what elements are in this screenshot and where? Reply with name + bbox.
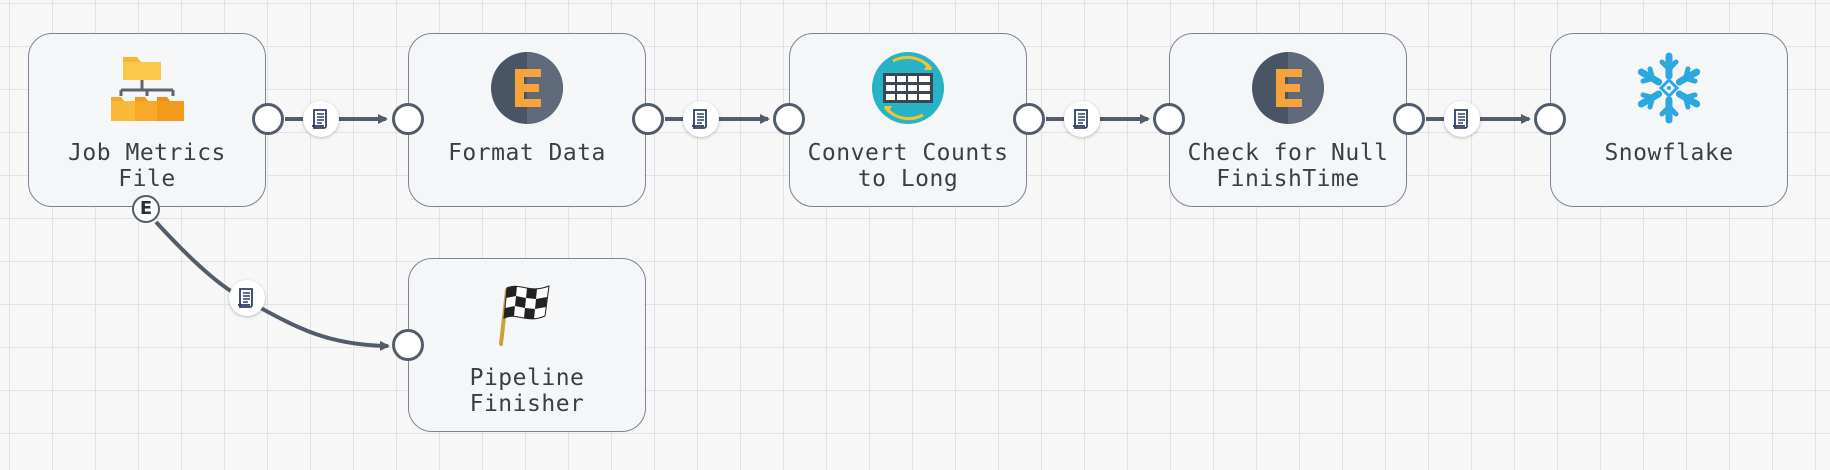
checkered-flag-icon <box>489 275 565 351</box>
node-format-data[interactable]: Format Data <box>408 33 646 207</box>
node-label: Check for Null FinishTime <box>1187 140 1389 192</box>
expression-e-icon <box>1250 50 1326 126</box>
node-label: Snowflake <box>1604 140 1734 166</box>
node-label: Job Metrics File <box>68 140 226 192</box>
expression-e-icon <box>489 50 565 126</box>
link-badge[interactable] <box>229 280 265 316</box>
link-badge[interactable] <box>303 101 339 137</box>
link-badge[interactable] <box>1444 101 1480 137</box>
node-pipeline-finisher[interactable]: Pipeline Finisher <box>408 258 646 432</box>
node-job-metrics-file[interactable]: Job Metrics File <box>28 33 266 207</box>
document-icon <box>312 109 327 129</box>
input-port[interactable] <box>392 103 424 135</box>
document-icon <box>692 109 707 129</box>
folder-tree-icon <box>109 50 185 126</box>
node-snowflake[interactable]: Snowflake <box>1550 33 1788 207</box>
input-port[interactable] <box>773 103 805 135</box>
node-check-null[interactable]: Check for Null FinishTime <box>1169 33 1407 207</box>
input-port[interactable] <box>1534 103 1566 135</box>
document-icon <box>238 288 253 308</box>
link-badge[interactable] <box>1064 101 1100 137</box>
output-port[interactable] <box>1393 103 1425 135</box>
node-label: Format Data <box>448 140 606 166</box>
output-port[interactable] <box>252 103 284 135</box>
table-convert-icon <box>870 50 946 126</box>
error-port[interactable]: E <box>132 195 160 223</box>
link-badge[interactable] <box>683 101 719 137</box>
node-convert-counts[interactable]: Convert Counts to Long <box>789 33 1027 207</box>
document-icon <box>1453 109 1468 129</box>
input-port[interactable] <box>392 329 424 361</box>
output-port[interactable] <box>1013 103 1045 135</box>
document-icon <box>1073 109 1088 129</box>
link-error-to-finisher[interactable] <box>154 220 390 351</box>
input-port[interactable] <box>1153 103 1185 135</box>
node-label: Pipeline Finisher <box>469 365 585 417</box>
snowflake-icon <box>1631 50 1707 126</box>
output-port[interactable] <box>632 103 664 135</box>
node-label: Convert Counts to Long <box>807 140 1009 192</box>
